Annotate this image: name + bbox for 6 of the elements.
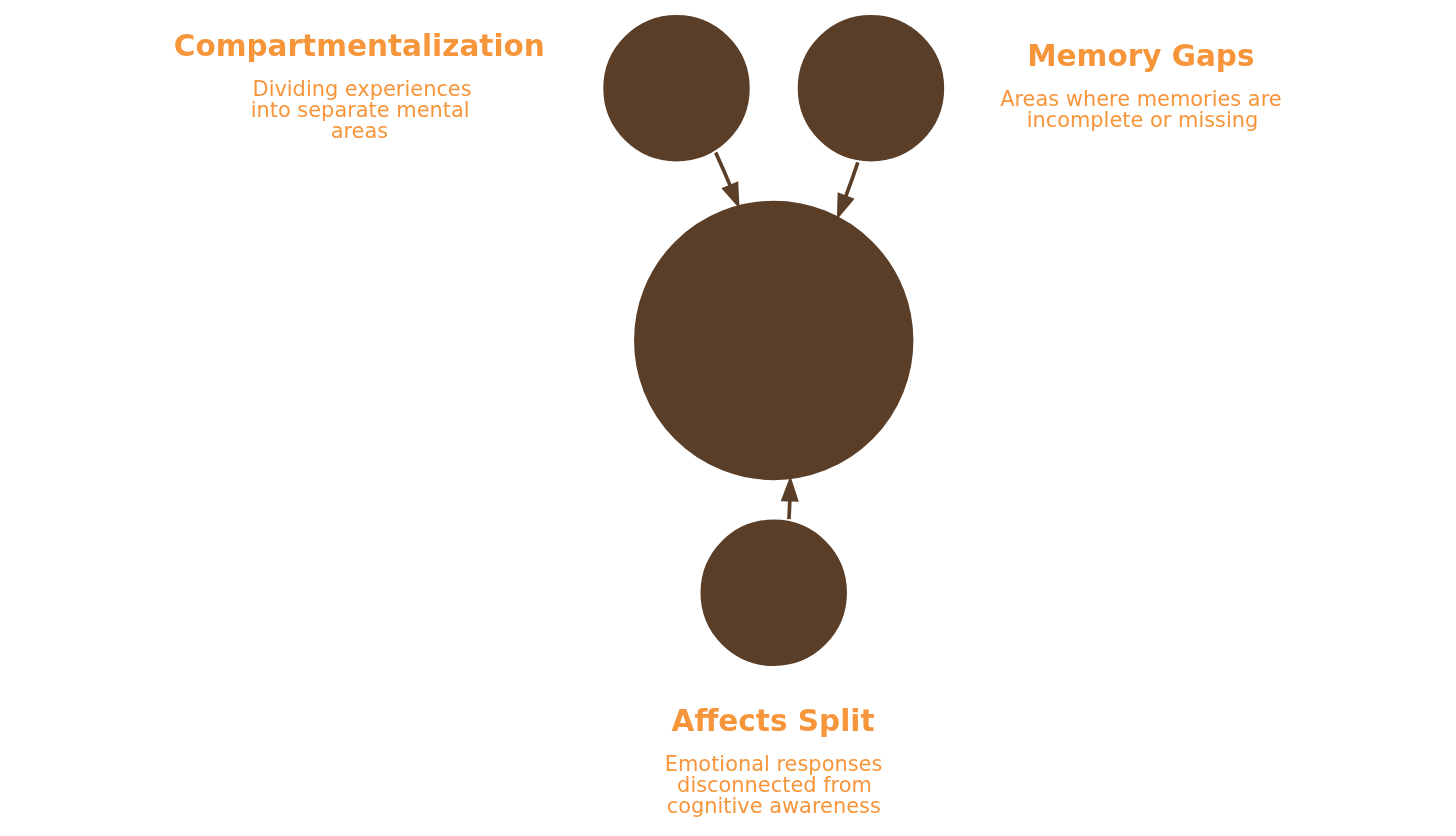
node-label: Areas where memories are incomplete or missing — [999, 87, 1282, 133]
node-label: Affects Split — [671, 703, 875, 738]
node-label: Compartmentalization — [173, 28, 545, 63]
node-label: Memory Gaps — [1026, 39, 1255, 74]
node-label: Dividing experiences into separate mental areas — [250, 76, 472, 143]
node-label: Emotional responses disconnected from cognitive awareness — [664, 751, 882, 818]
